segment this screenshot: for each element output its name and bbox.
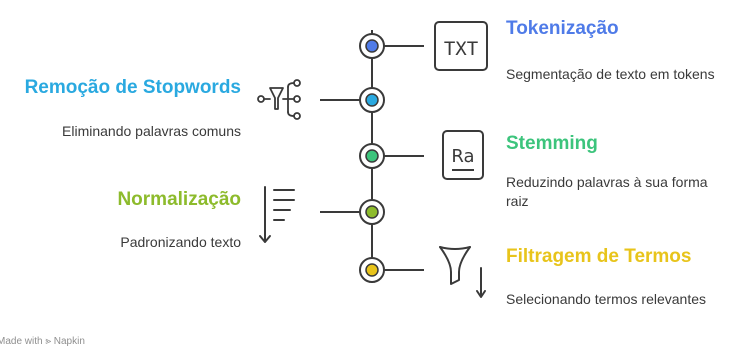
step-desc-stemming: Reduzindo palavras à sua forma raiz bbox=[506, 174, 708, 209]
step-desc-filtragem: Selecionando termos relevantes bbox=[506, 291, 707, 307]
step-title-normalizacao: Normalização bbox=[117, 189, 241, 210]
timeline-node-3 bbox=[359, 143, 424, 169]
step-desc-stopwords: Eliminando palavras comuns bbox=[62, 123, 241, 139]
node-dot-2 bbox=[365, 93, 379, 107]
timeline-node-4 bbox=[320, 199, 385, 225]
step-title-stemming: Stemming bbox=[506, 133, 598, 154]
timeline-node-2 bbox=[320, 87, 385, 113]
node-dot-1 bbox=[365, 39, 379, 53]
node-dot-5 bbox=[365, 263, 379, 277]
timeline-node-1 bbox=[359, 33, 424, 59]
step-title-stopwords: Remoção de Stopwords bbox=[24, 77, 241, 98]
txt-icon-label: TXT bbox=[444, 38, 478, 60]
funnel-down-icon bbox=[439, 246, 486, 298]
ra-box-icon: Ra bbox=[442, 130, 484, 180]
ra-icon-label: Ra bbox=[451, 146, 474, 167]
step-title-filtragem: Filtragem de Termos bbox=[506, 246, 692, 267]
step-desc-normalizacao: Padronizando texto bbox=[120, 234, 241, 250]
txt-box-icon: TXT bbox=[434, 21, 488, 71]
made-with-napkin-footer: Made with ⪢ Napkin bbox=[0, 336, 85, 347]
timeline-node-5 bbox=[359, 257, 424, 283]
filter-branch-icon bbox=[257, 79, 301, 120]
step-desc-tokenizacao: Segmentação de texto em tokens bbox=[506, 66, 715, 82]
node-dot-3 bbox=[365, 149, 379, 163]
node-dot-4 bbox=[365, 205, 379, 219]
sort-lines-icon bbox=[259, 186, 295, 243]
step-title-tokenizacao: Tokenização bbox=[506, 18, 619, 39]
